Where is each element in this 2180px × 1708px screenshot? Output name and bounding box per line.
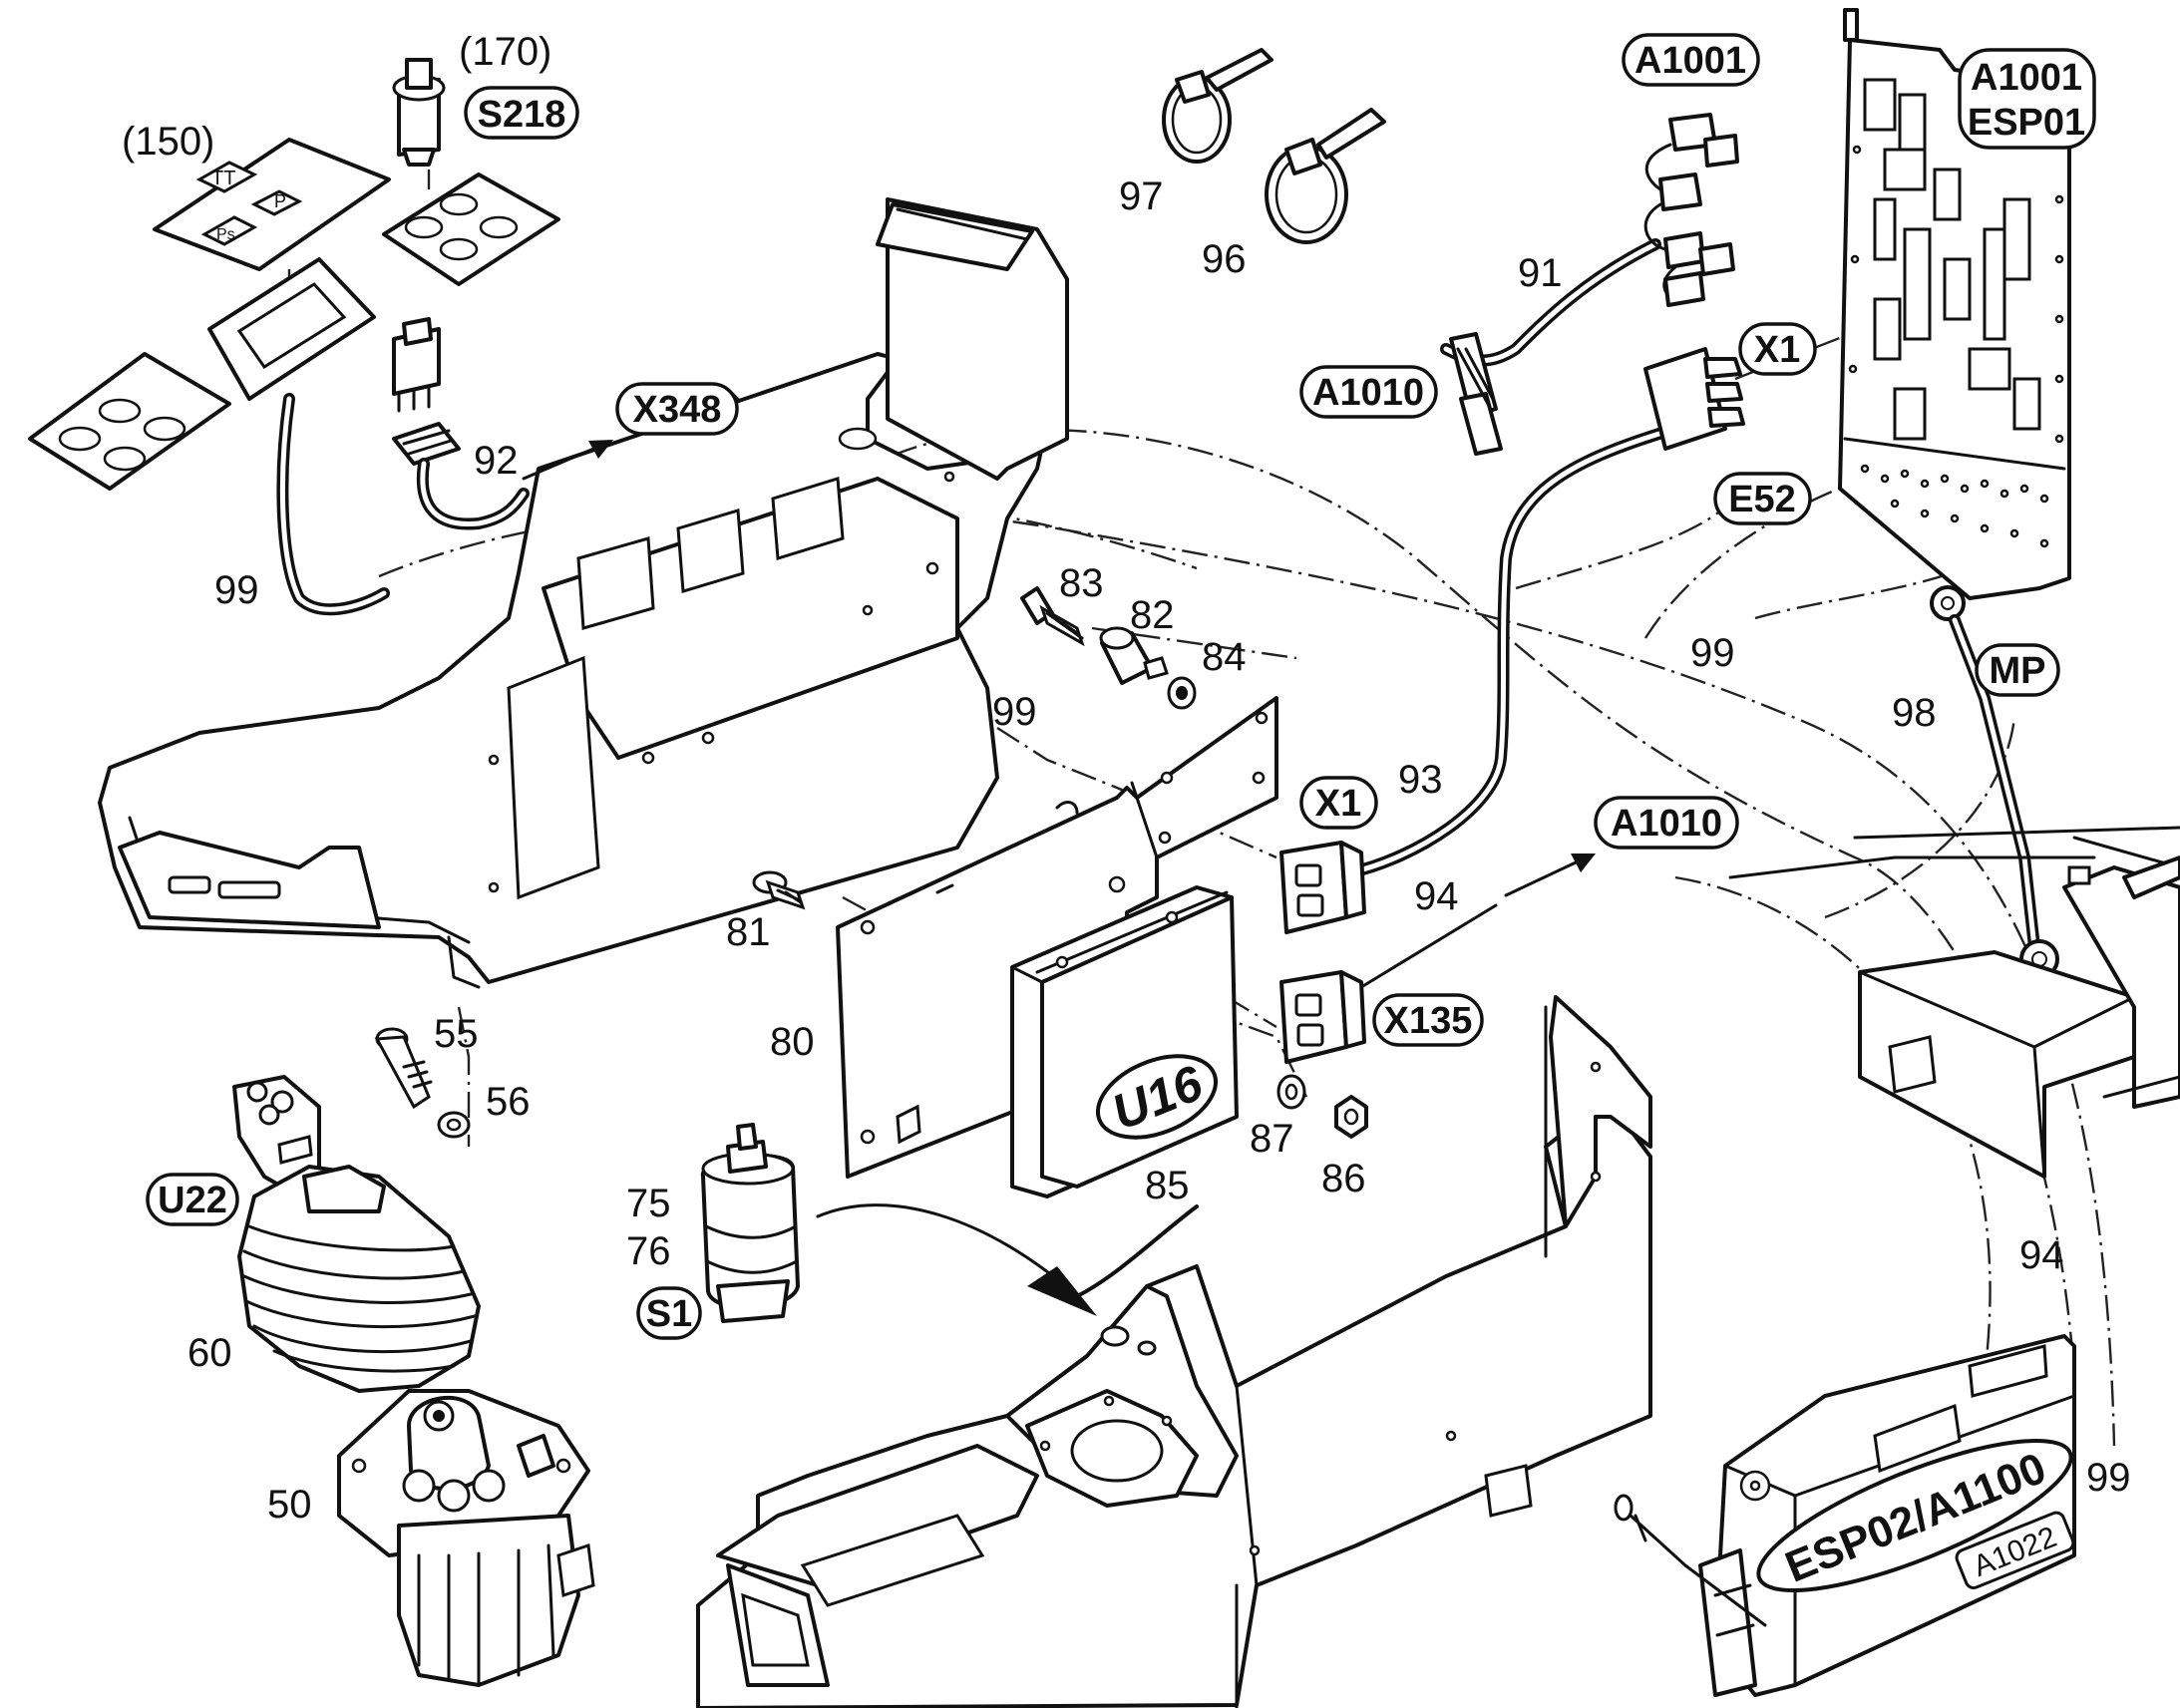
label-81: 81 (726, 910, 771, 954)
svg-text:X135: X135 (1384, 1000, 1473, 1042)
label-96: 96 (1202, 237, 1247, 281)
nut-86 (1334, 1095, 1368, 1139)
svg-text:MP: MP (1990, 650, 2046, 692)
board-holes (1848, 145, 2064, 548)
tag-s1: S1 (636, 1286, 702, 1340)
label-50: 50 (267, 1483, 312, 1527)
harness-91 (1440, 113, 1739, 456)
label-83: 83 (1059, 561, 1104, 605)
label-84: 84 (1202, 635, 1247, 679)
svg-text:X348: X348 (633, 389, 722, 431)
mounting-bracket-80 (836, 696, 1278, 1179)
insert-frame (207, 257, 376, 401)
label-99-bottom: 99 (2086, 1456, 2131, 1500)
label-80: 80 (770, 1020, 815, 1064)
tag-x1-board: X1 (1738, 322, 1817, 376)
tag-x348: X348 (615, 382, 739, 436)
washer-56 (437, 1111, 471, 1139)
decal-symbol-p: P (274, 191, 286, 211)
label-93: 93 (1398, 758, 1443, 802)
connector-x1-plug (1279, 841, 1366, 934)
tag-a1010-arrow: A1010 (1594, 796, 1739, 850)
label-87: 87 (1250, 1117, 1294, 1161)
label-92: 92 (474, 439, 519, 483)
cable-tie-96 (1265, 108, 1386, 244)
tag-e52: E52 (1713, 472, 1812, 525)
blank-insert-left (28, 352, 231, 491)
label-94-bottom: 94 (2019, 1233, 2064, 1277)
decal-symbol-ps: Ps (216, 226, 235, 243)
svg-text:U22: U22 (158, 1180, 227, 1221)
label-98: 98 (1892, 691, 1937, 735)
console-housing-lower (696, 995, 1652, 1708)
harness-92 (276, 393, 530, 616)
console-housing-upper (98, 197, 1069, 989)
cable-93 (1345, 347, 1745, 878)
tag-a1001-top: A1001 (1622, 33, 1760, 87)
decal-150: TT P Ps (153, 138, 391, 271)
cable-tie-97 (1162, 48, 1273, 164)
svg-text:ESP01: ESP01 (1968, 102, 2085, 144)
part-number-labels: (150) (170) 99 92 97 96 91 83 82 84 99 9… (122, 30, 2131, 1527)
label-76: 76 (626, 1229, 671, 1273)
label-82: 82 (1130, 593, 1175, 637)
tag-s218: S218 (464, 86, 579, 140)
washer-84 (1167, 676, 1197, 710)
tag-x1-plug: X1 (1299, 776, 1378, 830)
svg-text:A1010: A1010 (1312, 372, 1424, 414)
svg-text:E52: E52 (1728, 479, 1796, 520)
label-99-center: 99 (992, 690, 1037, 734)
label-85: 85 (1145, 1164, 1190, 1207)
switch-s1 (701, 1123, 800, 1323)
switch-s218 (392, 58, 461, 466)
machine-frame (1728, 826, 2180, 1179)
blank-insert-right (382, 172, 560, 286)
screw-83 (1020, 586, 1085, 647)
ground-cable-98 (1930, 585, 2059, 979)
svg-text:A1001: A1001 (1971, 57, 2082, 99)
label-91: 91 (1518, 251, 1563, 295)
svg-text:A1001: A1001 (1635, 40, 1746, 82)
joystick-boot-60 (237, 1165, 481, 1393)
label-99-left: 99 (214, 568, 259, 612)
label-94-top: 94 (1414, 874, 1459, 918)
cable-94 (1279, 903, 1498, 1064)
reference-tags: S218 X348 A1001 A1001 ESP01 X1 A1010 E52 (146, 33, 2096, 1592)
control-board-a1001 (1838, 8, 2071, 600)
svg-text:X1: X1 (1754, 329, 1800, 371)
label-99-right: 99 (1690, 631, 1735, 675)
tag-u22: U22 (146, 1173, 239, 1226)
spacer-82 (1099, 626, 1169, 685)
label-60: 60 (187, 1331, 232, 1375)
label-55: 55 (434, 1012, 479, 1056)
label-150: (150) (122, 120, 214, 164)
washer-87 (1276, 1074, 1306, 1110)
label-75: 75 (626, 1182, 671, 1225)
tag-a1010-left: A1010 (1299, 365, 1438, 419)
label-56: 56 (486, 1080, 531, 1124)
svg-text:S218: S218 (478, 94, 566, 136)
svg-text:X1: X1 (1315, 783, 1361, 825)
screw-81 (752, 870, 806, 910)
label-170: (170) (459, 30, 551, 74)
tag-mp: MP (1975, 643, 2060, 697)
decal-symbols: TT P Ps (195, 161, 303, 246)
label-86: 86 (1321, 1157, 1366, 1200)
bolt-55 (374, 1027, 433, 1110)
tag-a1001-esp01: A1001 ESP01 (1958, 48, 2096, 150)
arrows (522, 440, 1596, 1316)
decal-symbol-tt: TT (211, 168, 235, 189)
svg-text:S1: S1 (646, 1293, 692, 1335)
joystick-base-50 (337, 1389, 595, 1687)
svg-text:A1010: A1010 (1611, 803, 1722, 845)
joystick-grip (232, 1075, 321, 1198)
label-97: 97 (1119, 174, 1164, 218)
tag-x135: X135 (1372, 993, 1484, 1047)
